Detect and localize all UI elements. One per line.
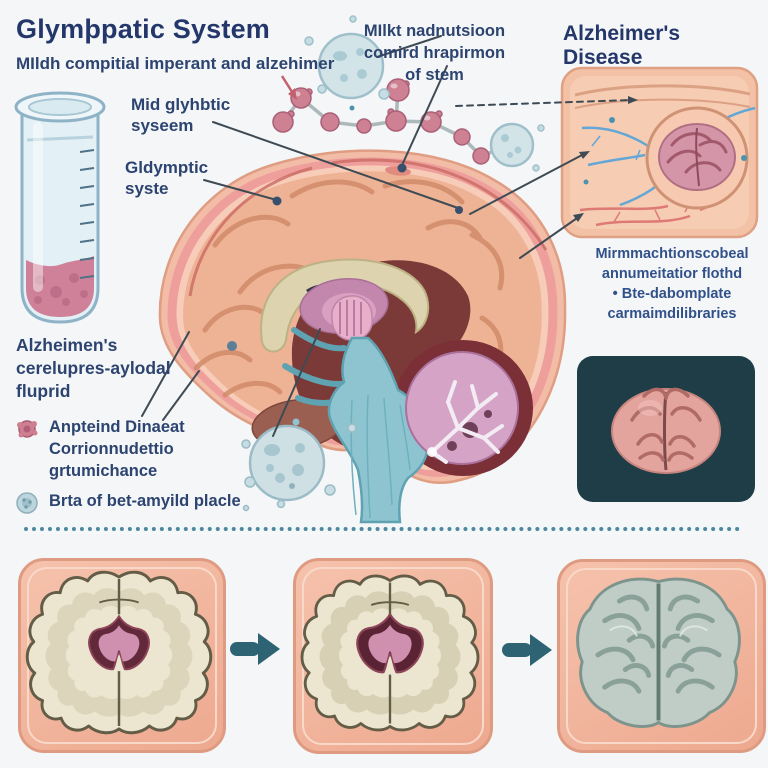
page-subtitle: MIldh compitial imperant and alzehimer <box>16 54 335 73</box>
anchor-dots <box>227 163 463 351</box>
brain-sagittal-illustration <box>158 149 567 524</box>
note-bullet-line: carmaimdilibraries <box>607 306 737 322</box>
amyloid-molecule-chain <box>272 78 506 165</box>
right-note-block: Mirmmachtionscobeal annumeitatior flothd… <box>576 244 768 324</box>
tube-liquid <box>26 256 94 317</box>
stage-panel-1 <box>18 558 226 753</box>
cell-bottom <box>241 423 357 512</box>
cell-top <box>304 15 390 111</box>
legend-line: Brta of bet-amyild placle <box>49 492 241 510</box>
coronal-brain-slice-progressed <box>300 574 480 732</box>
legend-item-amyloid: Anpteind Dinaeat Corrionnudettio grtumic… <box>14 416 185 482</box>
legend-amyloid-text: Anpteind Dinaeat Corrionnudettio grtumic… <box>49 416 185 482</box>
legend-line: Anpteind Dinaeat <box>49 418 185 436</box>
main-illustration <box>14 15 759 524</box>
cell-right <box>489 122 545 172</box>
label-line: fluprid <box>16 381 71 401</box>
top-note-line: comird hrapirmon <box>363 44 506 62</box>
right-section-title: Alzheimer's Disease <box>563 22 681 69</box>
top-note-line: of stem <box>405 66 464 84</box>
subtitle-pointer-arrow <box>280 75 297 100</box>
legend-line: Corrionnudettio <box>49 440 174 458</box>
coronal-brain-slice <box>25 570 213 735</box>
cortex-gyri <box>193 179 505 398</box>
tissue-cross-section-inset <box>560 66 759 239</box>
label-line: Mid glyhbtic <box>131 95 231 114</box>
atrophied-brain-top-view <box>576 577 741 728</box>
label-line: cerelupres-aylodal <box>16 358 171 378</box>
arrowheads <box>573 96 638 222</box>
note-line: Mirmmachtionscobeal <box>595 246 749 262</box>
dotted-separator <box>24 527 740 531</box>
leader-lines <box>141 35 631 437</box>
label-mid-glymbtic: Mid glyhbtic syseem <box>131 94 230 136</box>
panel-inner-border <box>566 568 757 744</box>
test-tube <box>14 91 106 324</box>
label-line: Alzheimen's <box>16 335 118 355</box>
stage-panel-3 <box>557 559 766 753</box>
thalamus <box>299 278 389 341</box>
cerebellum <box>405 351 519 465</box>
legend-item-plaque: Brta of bet-amyild placle <box>14 490 241 517</box>
label-csf-block: Alzheimen's cerelupres-aylodal fluprid <box>16 334 171 403</box>
legend-line: grtumichance <box>49 462 158 480</box>
label-line: syste <box>125 179 169 198</box>
label-gldymptic: Gldymptic syste <box>125 157 208 199</box>
top-note-line: MIlkt nadnutsioon <box>363 22 506 40</box>
note-bullet-line: • Bte-dabomplate <box>612 286 732 302</box>
glial-cells <box>241 15 545 512</box>
progression-arrow-1 <box>230 633 280 665</box>
dark-brain-inset <box>577 356 755 502</box>
stage-panel-2 <box>293 558 493 754</box>
label-line: Gldymptic <box>125 158 209 177</box>
legend-plaque-text: Brta of bet-amyild placle <box>49 490 241 512</box>
note-line: annumeitatior flothd <box>601 266 743 282</box>
page-title: Glymþpatic System <box>16 14 270 44</box>
amyloid-cluster-icon <box>17 420 38 438</box>
label-line: syseem <box>131 116 194 135</box>
corpus-callosum <box>260 258 430 353</box>
top-middle-note: MIlkt nadnutsioon comird hrapirmon of st… <box>332 20 537 86</box>
tube-graduation-marks <box>79 149 95 279</box>
progression-arrow-2 <box>502 634 552 666</box>
plaque-cell-icon <box>16 492 38 514</box>
